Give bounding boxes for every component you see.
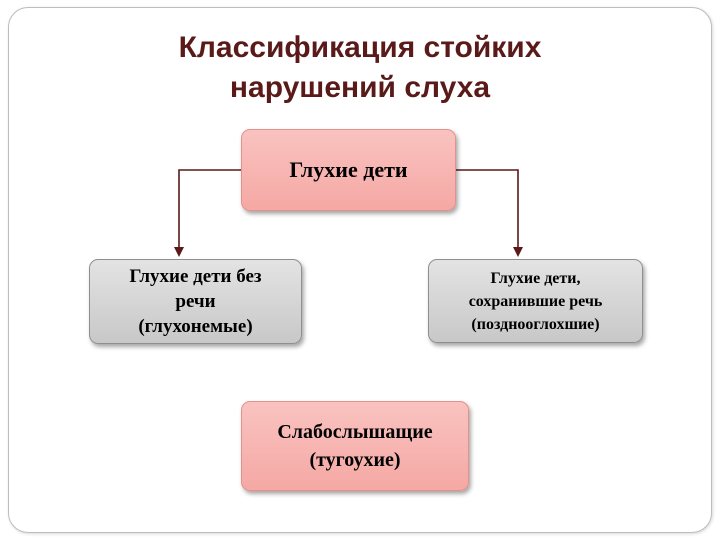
connector-right-arrow [456, 169, 519, 255]
node-deaf-without-speech-line-2: речи [175, 291, 216, 312]
node-deaf-without-speech-line-1: Глухие дети без [129, 266, 262, 287]
node-late-deafened: Глухие дети, сохранившие речь (поздноогл… [428, 259, 643, 343]
node-deaf-without-speech: Глухие дети без речи (глухонемые) [89, 259, 302, 344]
arrowhead-right-icon [513, 247, 523, 257]
title-line-1: Классификация стойких [178, 31, 542, 64]
arrowhead-left-icon [174, 247, 184, 257]
title-line-2: нарушений слуха [229, 71, 491, 104]
node-deaf-without-speech-line-3: (глухонемые) [138, 316, 253, 337]
connector-left-arrow [178, 169, 241, 255]
node-hard-of-hearing-line-1: Слабослышащие [277, 421, 433, 443]
node-late-deafened-line-3: (позднооглохшие) [471, 315, 600, 333]
node-late-deafened-line-2: сохранившие речь [468, 292, 603, 310]
node-hard-of-hearing: Слабослышащие (тугоухие) [241, 401, 469, 491]
node-late-deafened-line-1: Глухие дети, [490, 269, 581, 287]
node-deaf-children-label: Глухие дети [289, 157, 408, 182]
node-hard-of-hearing-line-2: (тугоухие) [309, 449, 401, 471]
node-deaf-children: Глухие дети [241, 129, 456, 211]
slide-title: Классификация стойких нарушений слуха [60, 28, 660, 108]
